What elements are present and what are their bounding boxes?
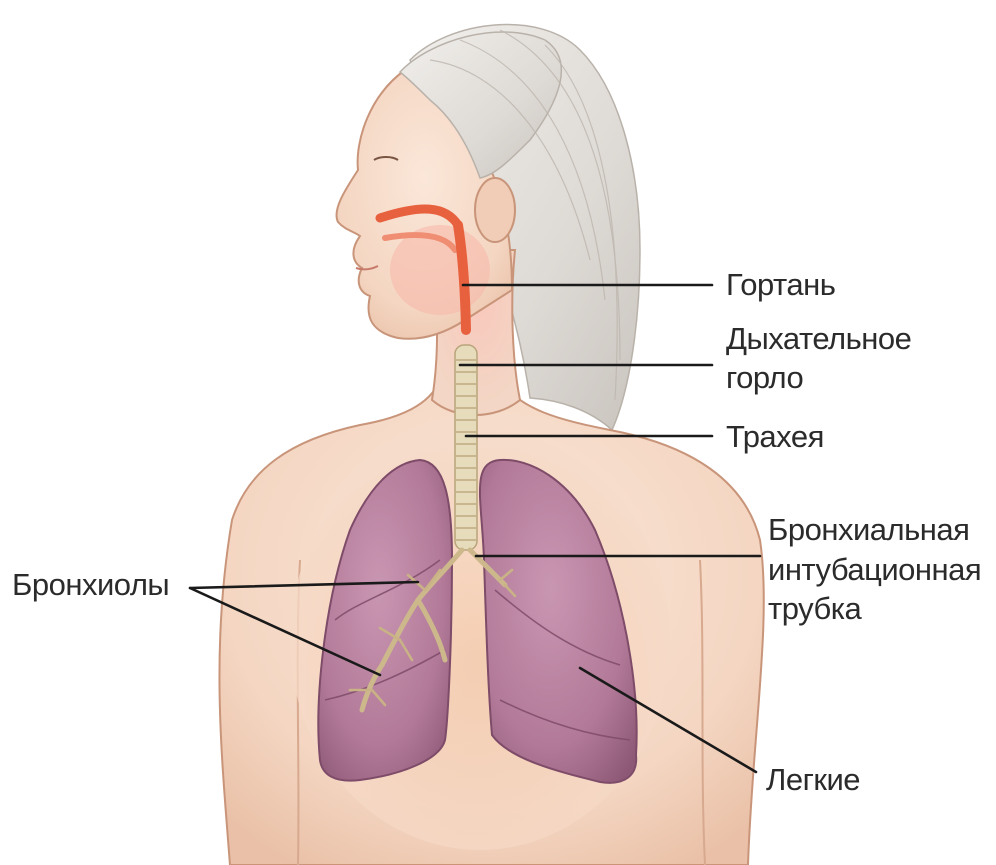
figure xyxy=(219,25,763,865)
trachea-tube xyxy=(455,345,477,550)
label-throat-line2: горло xyxy=(726,360,803,395)
label-lungs: Легкие xyxy=(766,762,860,797)
ear xyxy=(475,178,515,242)
label-bronchioles: Бронхиолы xyxy=(12,567,169,602)
label-tube-line3: трубка xyxy=(768,591,862,626)
label-trachea: Трахея xyxy=(726,419,824,454)
label-throat-line1: Дыхательное xyxy=(726,321,911,356)
label-larynx: Гортань xyxy=(726,267,835,302)
label-tube-line1: Бронхиальная xyxy=(768,512,969,547)
label-tube-line2: интубационная xyxy=(768,552,981,587)
